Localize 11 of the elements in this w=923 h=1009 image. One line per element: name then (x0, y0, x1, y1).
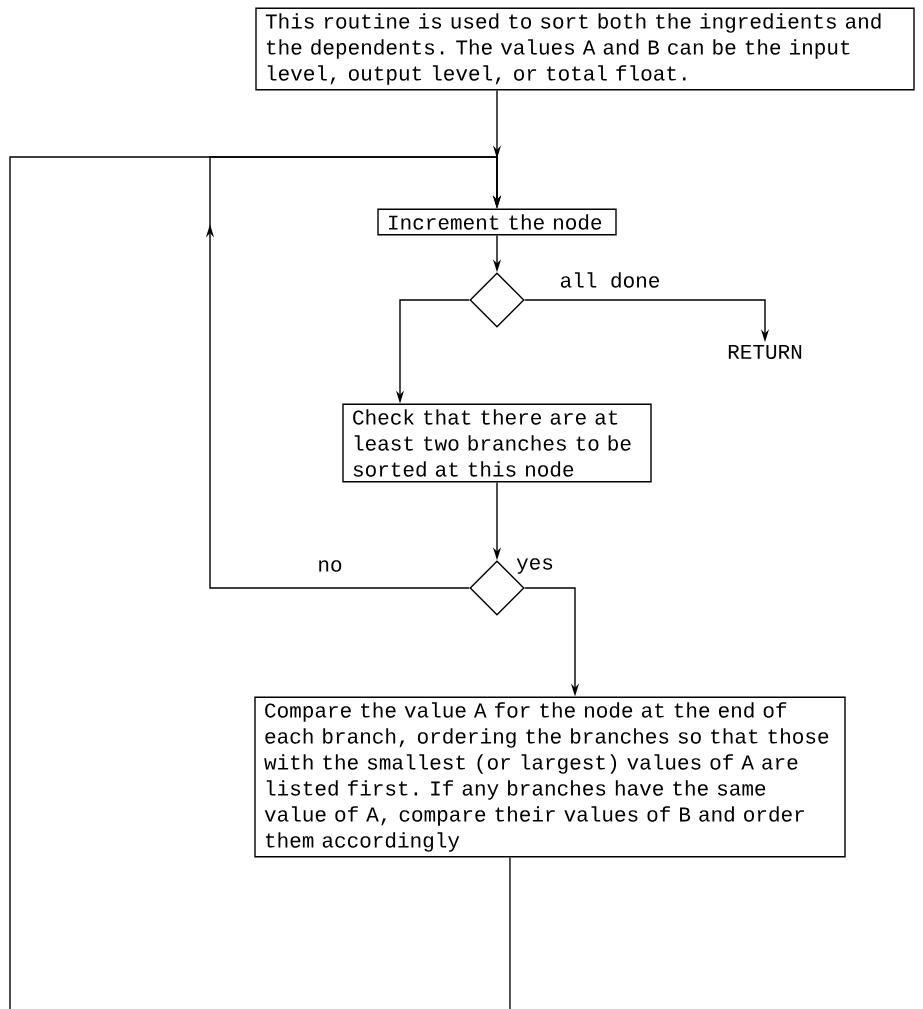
edge-label: all done (557, 270, 663, 290)
edge-label: no (315, 558, 345, 574)
process-box: Compare the value A for the node at the end of each branch, ordering the branches so that those with the smallest (or largest) values of A are listed first. If any branches have the same value of A, compare their values of B and order them accordingly (254, 696, 846, 858)
arrow (9, 145, 502, 1009)
process-box: Check that there are at least two branches to be sorted at this node (342, 403, 652, 483)
arrow (205, 156, 502, 589)
edge-label: yes (514, 556, 556, 576)
process-box: Increment the node (377, 208, 617, 236)
process-box: This routine is used to sort both the ingredients and the dependents. The values A and B can be the input level, output level, or total float. (255, 7, 915, 91)
decision-diamond (469, 272, 525, 328)
terminal-label: RETURN (728, 345, 802, 359)
